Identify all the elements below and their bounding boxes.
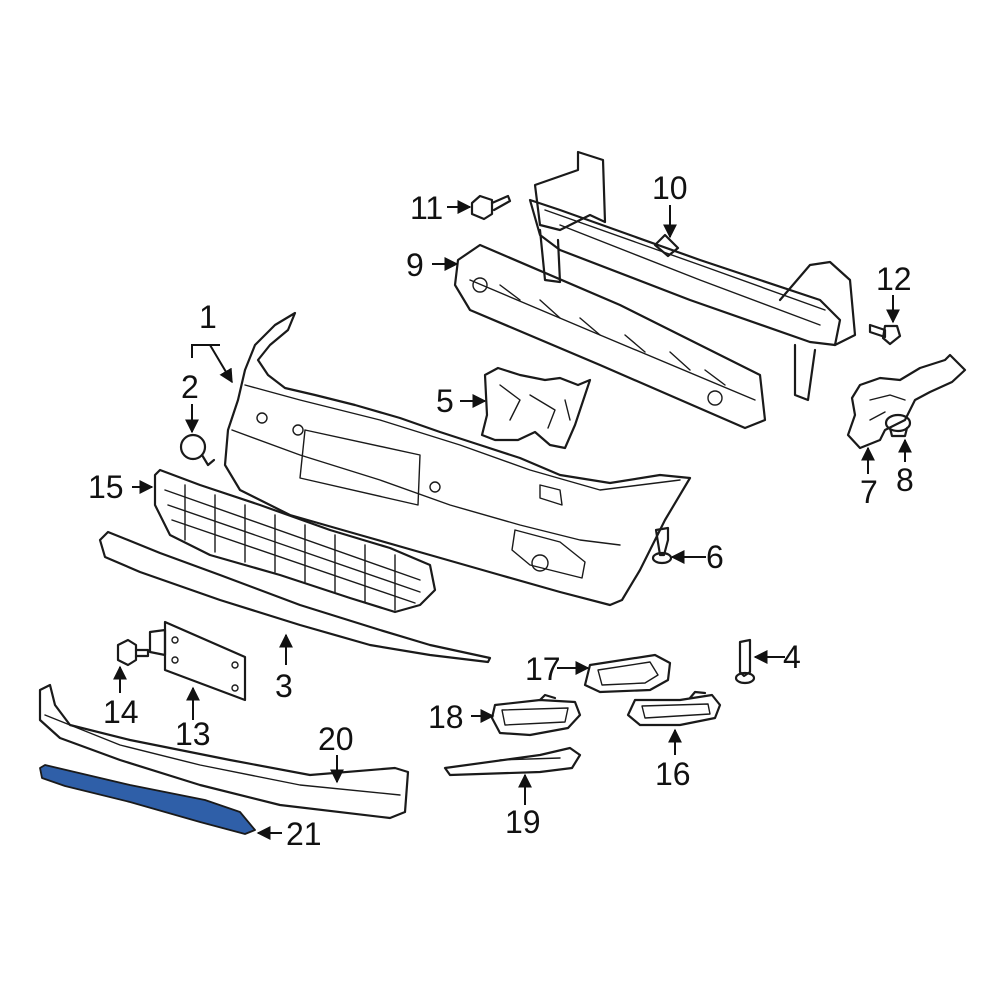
callout-20: 20 (318, 721, 354, 757)
callout-10: 10 (652, 170, 688, 206)
callout-8: 8 (896, 462, 914, 498)
part-10-reinforcement-bar[interactable] (528, 150, 857, 402)
callout-19: 19 (505, 804, 541, 840)
callout-7: 7 (860, 474, 878, 510)
callout-labels: 1 2 3 4 5 6 7 8 9 10 11 12 13 14 15 16 1… (88, 170, 914, 852)
part-12-bolt[interactable] (868, 323, 902, 346)
part-21-lower-strip[interactable] (39, 764, 256, 835)
part-9-energy-absorber[interactable] (453, 243, 767, 430)
callout-3: 3 (275, 668, 293, 704)
part-7-bracket[interactable] (846, 353, 967, 450)
callout-21: 21 (286, 816, 322, 852)
callout-2: 2 (181, 369, 199, 405)
part-3-trim-strip[interactable] (98, 530, 492, 664)
part-13-license-bracket[interactable] (148, 620, 247, 702)
part-1-bumper-cover[interactable] (223, 311, 692, 607)
callout-9: 9 (406, 247, 424, 283)
callout-4: 4 (783, 639, 801, 675)
leader-lines (113, 200, 912, 840)
callout-17: 17 (525, 651, 561, 687)
callout-6: 6 (706, 539, 724, 575)
part-4-screw[interactable] (734, 638, 756, 685)
part-2-cap[interactable] (179, 433, 216, 467)
callout-14: 14 (103, 694, 139, 730)
part-20-lower-spoiler[interactable] (38, 683, 410, 820)
part-5-bracket[interactable] (480, 366, 592, 450)
callout-5: 5 (436, 383, 454, 419)
callout-12: 12 (876, 261, 912, 297)
callout-15: 15 (88, 469, 124, 505)
part-8-nut[interactable] (884, 413, 912, 438)
part-16-fog-trim[interactable] (626, 690, 722, 727)
part-17-fog-trim[interactable] (583, 653, 672, 694)
part-14-push-clip[interactable] (116, 638, 150, 667)
callout-18: 18 (428, 699, 464, 735)
part-6-screw[interactable] (651, 526, 673, 565)
part-18-fog-trim[interactable] (490, 693, 582, 737)
callout-16: 16 (655, 756, 691, 792)
callout-11: 11 (410, 190, 443, 226)
callout-13: 13 (175, 716, 211, 752)
part-19-chrome-strip[interactable] (443, 746, 582, 777)
part-15-grille[interactable] (153, 468, 437, 614)
callout-1: 1 (199, 299, 217, 335)
part-11-bolt[interactable] (470, 194, 512, 221)
